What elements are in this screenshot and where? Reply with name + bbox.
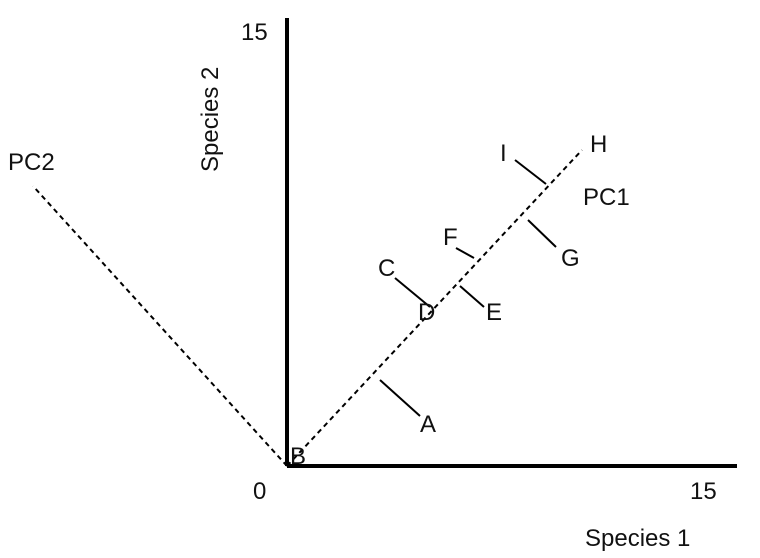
point-label-d: D — [418, 299, 435, 326]
point-label-b: B — [290, 443, 306, 470]
projection-line-a — [379, 379, 421, 417]
origin-label: 0 — [253, 478, 266, 505]
point-label-a: A — [420, 411, 436, 438]
y-axis-title: Species 2 — [197, 67, 224, 172]
point-label-i: I — [500, 140, 507, 167]
x-axis-title: Species 1 — [585, 525, 690, 552]
point-label-h: H — [590, 131, 607, 158]
projection-line-i — [514, 159, 547, 185]
projection-line-c — [394, 277, 431, 308]
projection-line-g — [527, 219, 557, 248]
projection-line-e — [459, 285, 485, 308]
projection-line-f — [455, 247, 475, 259]
pc1-line — [286, 149, 583, 467]
point-label-f: F — [443, 224, 458, 251]
point-label-g: G — [561, 245, 580, 272]
point-label-c: C — [378, 255, 395, 282]
x-max-label: 15 — [690, 478, 717, 505]
pc1-label: PC1 — [583, 184, 630, 211]
pc2-line — [32, 185, 288, 467]
pc2-label: PC2 — [8, 149, 55, 176]
y-max-label: 15 — [241, 19, 268, 46]
point-label-e: E — [486, 299, 502, 326]
